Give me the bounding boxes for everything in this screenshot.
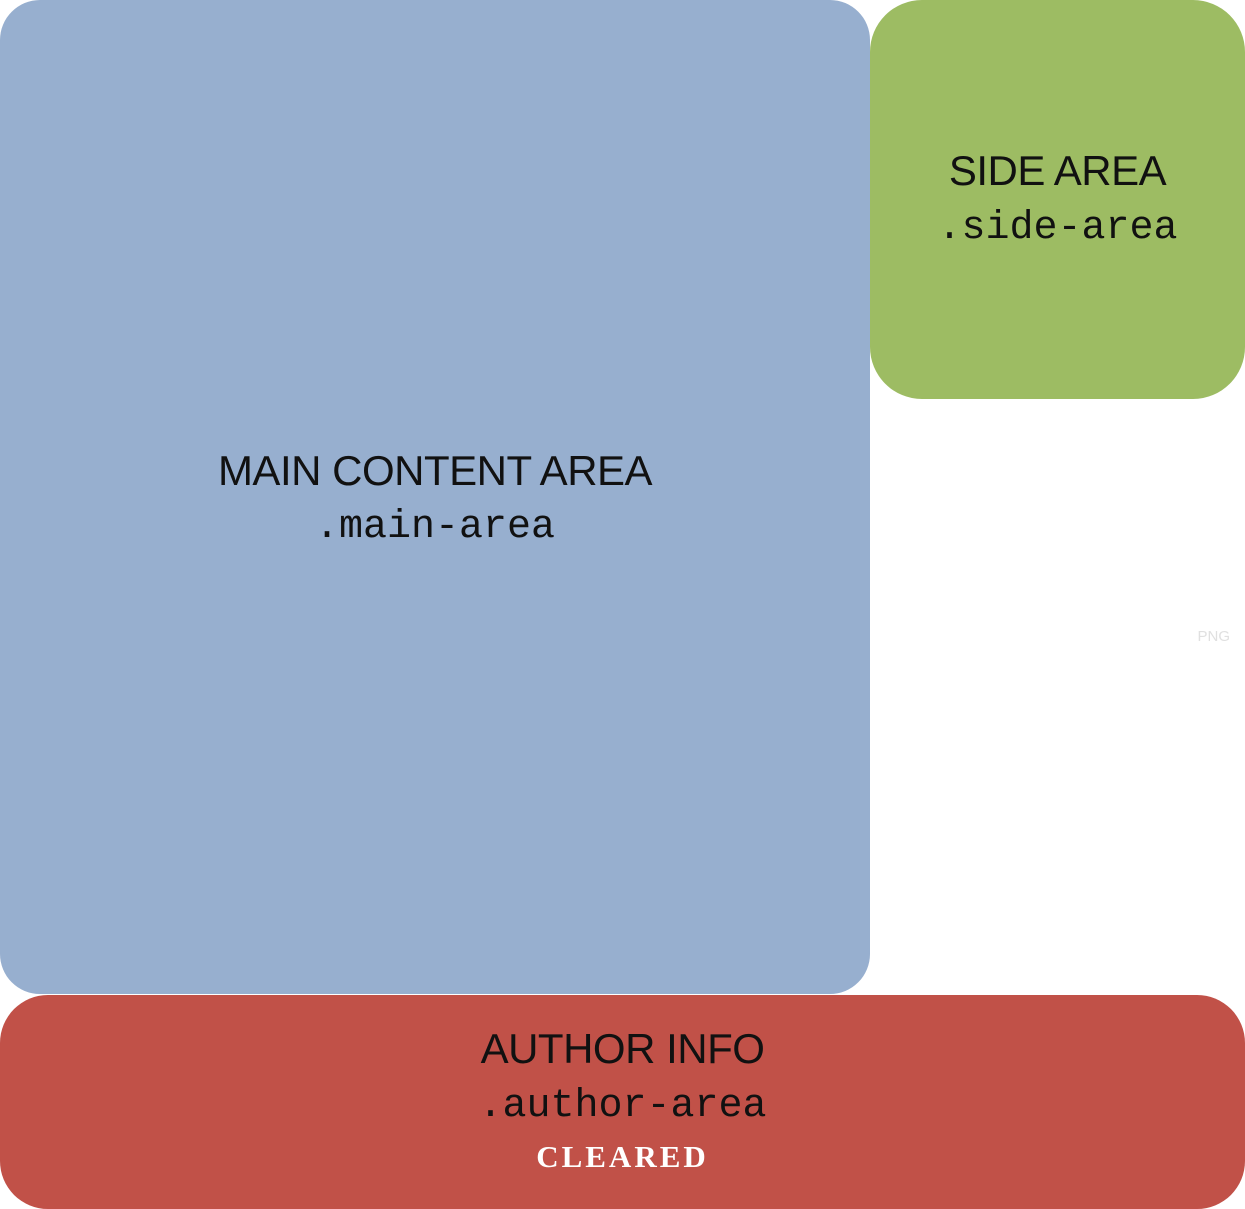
side-area-box: SIDE AREA .side-area <box>870 0 1245 399</box>
side-area-title: SIDE AREA <box>948 147 1167 195</box>
author-info-title: AUTHOR INFO <box>480 1025 765 1073</box>
main-content-area-box: MAIN CONTENT AREA .main-area <box>0 0 870 994</box>
side-area-class-name: .side-area <box>937 205 1178 251</box>
png-watermark: PNG <box>1197 628 1230 645</box>
author-info-labels: AUTHOR INFO .author-area CLEARED <box>478 1024 766 1171</box>
author-info-box: AUTHOR INFO .author-area CLEARED <box>0 995 1245 1209</box>
main-content-area-labels: MAIN CONTENT AREA .main-area <box>217 446 653 552</box>
side-area-labels: SIDE AREA .side-area <box>937 146 1177 252</box>
author-area-class-name: .author-area <box>478 1083 767 1129</box>
main-content-area-title: MAIN CONTENT AREA <box>217 446 653 494</box>
main-area-class-name: .main-area <box>314 505 556 551</box>
cleared-label: CLEARED <box>536 1138 709 1174</box>
